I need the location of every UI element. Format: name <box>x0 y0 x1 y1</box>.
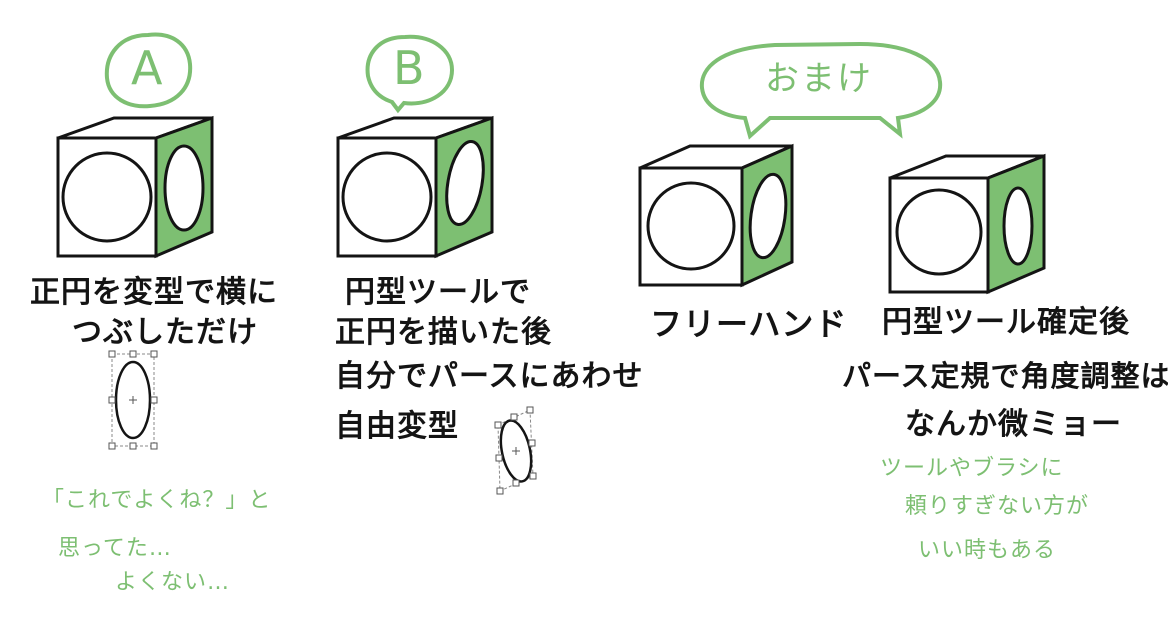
panel-a-caption-line2: つぶしただけ <box>72 315 258 350</box>
badge-b-circle <box>365 34 455 114</box>
transform-box-a <box>108 350 158 450</box>
badge-b-label: B <box>393 41 425 95</box>
omake-label: おまけ <box>765 59 873 99</box>
freehand-caption: フリーハンド <box>650 305 848 343</box>
ruler-note-line3: いい時もある <box>918 538 1057 563</box>
cube-b <box>336 115 494 259</box>
panel-a-note-line3: よくない… <box>115 570 231 595</box>
panel-b-caption-line3: 自分でパースにあわせ <box>335 359 644 394</box>
panel-a-note-line1: 「これでよくね？」と <box>42 488 272 513</box>
panel-a-note-line2: 思ってた… <box>58 536 172 561</box>
ruler-caption-line3: なんか微ミョー <box>905 407 1122 442</box>
badge-a-label: A <box>131 41 163 95</box>
cube-a <box>56 115 214 259</box>
ruler-caption-line1: 円型ツール確定後 <box>882 305 1130 340</box>
omake-speech-bubble <box>699 41 943 140</box>
badge-a-circle <box>104 32 193 109</box>
ruler-caption-line2: パース定規で角度調整は <box>842 359 1168 393</box>
panel-b-caption-line2: 正円を描いた後 <box>335 315 552 350</box>
panel-a-caption-line1: 正円を変型で横に <box>30 275 278 310</box>
panel-b-caption-line4: 自由変型 <box>335 409 459 444</box>
cube-freehand <box>638 143 794 288</box>
ruler-note-line1: ツールやブラシに <box>880 456 1064 481</box>
ruler-note-line2: 頼りすぎない方が <box>905 494 1090 519</box>
cube-ruler <box>888 153 1046 295</box>
transform-box-b <box>494 406 537 495</box>
panel-b-caption-line1: 円型ツールで <box>345 275 531 310</box>
